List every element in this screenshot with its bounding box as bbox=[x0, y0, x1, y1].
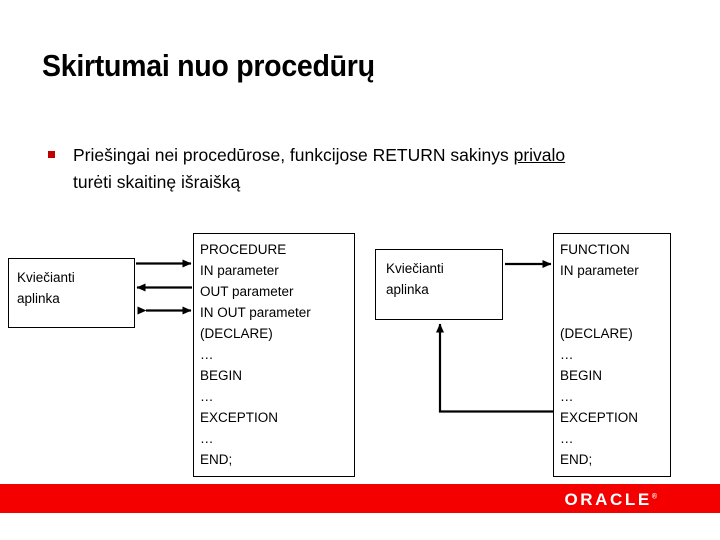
function-line-1: FUNCTION bbox=[560, 242, 630, 257]
procedure-line-7: BEGIN bbox=[200, 368, 243, 383]
oracle-trademark-icon: ® bbox=[651, 493, 657, 501]
procedure-line-6: … bbox=[200, 347, 214, 362]
footer-bar bbox=[0, 484, 720, 513]
caller-box-1-line-2: aplinka bbox=[17, 291, 60, 306]
function-line-7: BEGIN bbox=[560, 368, 603, 383]
procedure-line-3: OUT parameter bbox=[200, 284, 294, 299]
procedure-line-5: (DECLARE) bbox=[200, 326, 273, 341]
caller-box-2-line-2: aplinka bbox=[386, 282, 429, 297]
procedure-line-4: IN OUT parameter bbox=[200, 305, 311, 320]
square-bullet-icon bbox=[48, 151, 55, 158]
function-line-2: IN parameter bbox=[560, 263, 639, 278]
function-line-10: … bbox=[560, 431, 574, 446]
function-code-box: FUNCTION IN parameter (DECLARE) … BEGIN … bbox=[553, 233, 671, 477]
function-line-6: … bbox=[560, 347, 574, 362]
procedure-line-2: IN parameter bbox=[200, 263, 279, 278]
function-line-3 bbox=[560, 281, 670, 302]
procedure-line-9: EXCEPTION bbox=[200, 410, 279, 425]
bullet-list: Priešingai nei procedūrose, funkcijose R… bbox=[48, 142, 648, 196]
function-line-8: … bbox=[560, 389, 574, 404]
function-line-5: (DECLARE) bbox=[560, 326, 633, 341]
oracle-logo: ORACLE® bbox=[564, 490, 657, 510]
bullet-text-after: turėti skaitinę išraišką bbox=[73, 172, 241, 192]
list-item: Priešingai nei procedūrose, funkcijose R… bbox=[48, 142, 648, 196]
procedure-line-1: PROCEDURE bbox=[200, 242, 287, 257]
arrow-function-return bbox=[436, 323, 553, 413]
function-line-11: END; bbox=[560, 452, 593, 467]
page-title: Skirtumai nuo procedūrų bbox=[42, 48, 375, 83]
caller-box-2-line-1: Kviečianti bbox=[386, 261, 444, 276]
procedure-line-11: END; bbox=[200, 452, 233, 467]
function-line-9: EXCEPTION bbox=[560, 410, 639, 425]
caller-environment-box-procedure: Kviečianti aplinka bbox=[8, 258, 135, 328]
bullet-text-before: Priešingai nei procedūrose, funkcijose R… bbox=[73, 145, 514, 165]
caller-environment-box-function: Kviečianti aplinka bbox=[375, 249, 503, 320]
bullet-text-underlined: privalo bbox=[513, 145, 566, 165]
function-line-4 bbox=[560, 302, 670, 323]
caller-box-1-line-1: Kviečianti bbox=[17, 270, 75, 285]
procedure-line-8: … bbox=[200, 389, 214, 404]
bullet-text: Priešingai nei procedūrose, funkcijose R… bbox=[73, 142, 603, 196]
procedure-code-box: PROCEDURE IN parameter OUT parameter IN … bbox=[193, 233, 355, 477]
procedure-line-10: … bbox=[200, 431, 214, 446]
oracle-logo-text: ORACLE bbox=[564, 490, 652, 509]
